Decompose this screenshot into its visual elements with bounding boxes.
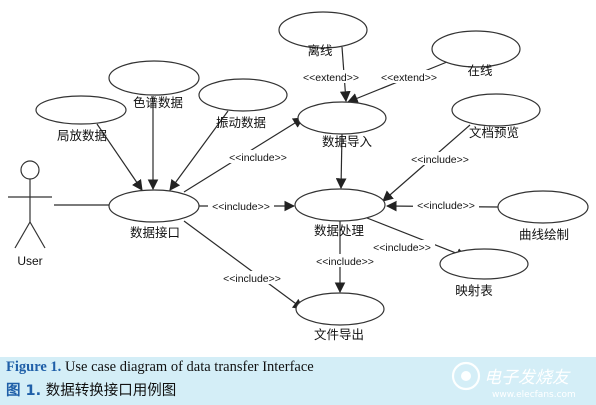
relation-label-process-mapping: <<include>> bbox=[373, 242, 431, 254]
relation-label-bg bbox=[312, 254, 378, 267]
use-case-offline bbox=[278, 11, 368, 49]
relation-label-bg bbox=[298, 70, 364, 83]
caption-zh-text: 数据转换接口用例图 bbox=[41, 383, 177, 399]
relation-import-process bbox=[335, 133, 347, 190]
use-case-label-process: 数据处理 bbox=[314, 223, 365, 238]
watermark-sub: www.elecfans.com bbox=[492, 390, 576, 400]
caption-english: Figure 1. Use case diagram of data trans… bbox=[6, 359, 314, 376]
use-case-label-preview: 文档预览 bbox=[469, 125, 519, 140]
relation-label-interface-export: <<include>> bbox=[223, 273, 281, 285]
watermark-logo: 电子发烧友 www.elecfans.com bbox=[451, 361, 576, 400]
use-case-interface bbox=[108, 189, 200, 223]
use-case-spectrum bbox=[108, 60, 200, 96]
relation-label-bg bbox=[208, 199, 274, 212]
relation-label-interface-process: <<include>> bbox=[212, 201, 270, 213]
relation-vibration-interface bbox=[169, 110, 229, 191]
use-case-export bbox=[295, 292, 385, 326]
caption-band: Figure 1. Use case diagram of data trans… bbox=[0, 357, 596, 405]
relation-process-mapping bbox=[366, 217, 468, 259]
watermark-text: 电子发烧友 bbox=[484, 368, 571, 388]
use-case-label-mapping: 映射表 bbox=[455, 283, 493, 298]
use-case-label-interface: 数据接口 bbox=[130, 225, 180, 240]
relation-label-curve-process: <<include>> bbox=[417, 200, 475, 212]
caption-en-text: Use case diagram of data transfer Interf… bbox=[61, 359, 314, 375]
use-case-label-curve: 曲线绘制 bbox=[519, 227, 569, 242]
use-case-label-export: 文件导出 bbox=[314, 327, 364, 342]
caption-chinese: 图 1. 数据转换接口用例图 bbox=[6, 379, 176, 400]
use-case-label-spectrum: 色谱数据 bbox=[133, 95, 183, 110]
use-case-mapping bbox=[439, 248, 529, 280]
relation-label-preview-process: <<include>> bbox=[411, 154, 469, 166]
relation-label-offline-import: <<extend>> bbox=[303, 72, 359, 84]
relation-label-bg bbox=[413, 198, 479, 211]
use-case-label-online: 在线 bbox=[467, 63, 493, 78]
relation-label-process-export: <<include>> bbox=[316, 256, 374, 268]
relation-label-online-import: <<extend>> bbox=[381, 72, 437, 84]
actor-label: User bbox=[17, 254, 42, 268]
relation-interface-export bbox=[183, 220, 304, 310]
relation-label-bg bbox=[219, 271, 285, 284]
relation-label-bg bbox=[369, 240, 435, 253]
caption-zh-key: 图 1. bbox=[6, 383, 42, 399]
relation-label-bg bbox=[407, 152, 473, 165]
relation-label-bg bbox=[225, 150, 291, 163]
use-case-curve bbox=[497, 190, 589, 224]
caption-en-key: Figure 1. bbox=[6, 359, 62, 375]
relation-label-bg bbox=[376, 70, 442, 83]
use-case-process bbox=[294, 188, 386, 222]
use-case-vibration bbox=[198, 78, 288, 112]
actor-user bbox=[8, 160, 52, 249]
use-case-label-offline: 离线 bbox=[307, 43, 333, 58]
use-case-online bbox=[431, 30, 521, 68]
relation-label-interface-import: <<include>> bbox=[229, 152, 287, 164]
use-case-import bbox=[297, 101, 387, 135]
use-case-label-partial: 局放数据 bbox=[57, 128, 107, 143]
use-case-label-vibration: 振动数据 bbox=[216, 115, 266, 130]
relation-partial-interface bbox=[96, 123, 143, 191]
use-case-partial bbox=[35, 95, 127, 125]
use-case-label-import: 数据导入 bbox=[322, 134, 373, 149]
use-case-preview bbox=[451, 93, 541, 127]
